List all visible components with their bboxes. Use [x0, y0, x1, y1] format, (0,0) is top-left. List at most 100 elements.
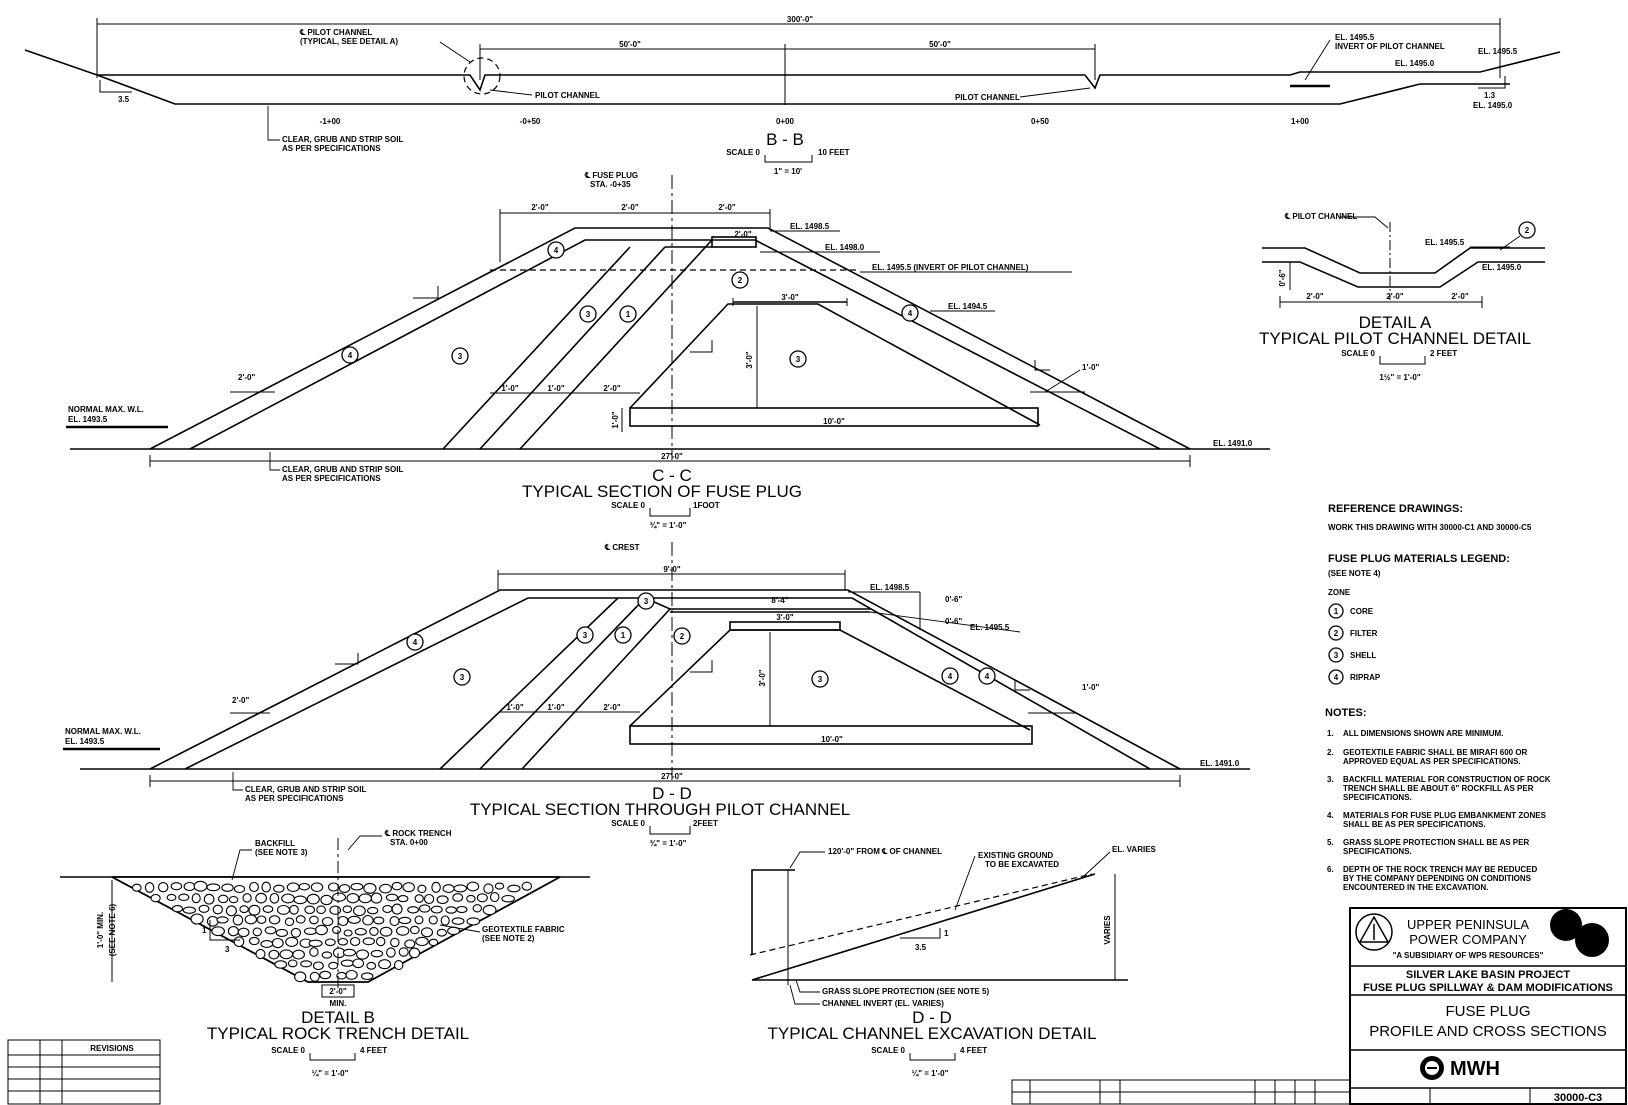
- bb-scale-ratio: 1" = 10': [774, 167, 802, 176]
- rock-stone: [276, 904, 291, 915]
- rock-stone: [501, 894, 516, 903]
- rock-stone: [386, 947, 396, 958]
- cc-title-2: TYPICAL SECTION OF FUSE PLUG: [522, 482, 802, 501]
- cc-el-second: EL. 1498.0: [825, 243, 865, 252]
- svg-text:2: 2: [680, 632, 685, 641]
- db-cl-1: ℄ ROCK TRENCH: [384, 829, 452, 838]
- rock-stone: [431, 881, 441, 893]
- rock-stone: [289, 904, 299, 915]
- rock-stone: [436, 928, 447, 937]
- bb-pilot-channel-right: PILOT CHANNEL: [955, 93, 1020, 102]
- rock-stone: [260, 940, 274, 948]
- rock-stone: [489, 892, 500, 903]
- bb-el-2: EL. 1495.0: [1395, 59, 1435, 68]
- rock-stone: [507, 884, 521, 893]
- svg-text:4.: 4.: [1327, 811, 1334, 820]
- bb-dim-right: 50'-0": [929, 40, 951, 49]
- tb-company-1: UPPER PENINSULA: [1407, 917, 1529, 932]
- svg-text:CORE: CORE: [1350, 607, 1374, 616]
- rock-stone: [256, 915, 267, 924]
- rock-stone: [423, 893, 435, 905]
- dd-title-2: TYPICAL SECTION THROUGH PILOT CHANNEL: [470, 800, 850, 819]
- cc-dim-height: 3'-0": [745, 351, 754, 368]
- rock-stone: [295, 915, 306, 924]
- rock-stone: [362, 937, 376, 946]
- reference-text: WORK THIS DRAWING WITH 30000-C1 AND 3000…: [1328, 523, 1532, 532]
- bb-slope-left: 3.5: [118, 95, 130, 104]
- rock-stone: [342, 905, 353, 914]
- rock-stone: [343, 929, 353, 937]
- rock-stone: [414, 894, 424, 903]
- dce-invert-note: CHANNEL INVERT (EL. VARIES): [822, 999, 944, 1008]
- rock-stone: [352, 958, 365, 969]
- tb-number: 30000-C3: [1554, 1092, 1602, 1104]
- db-backfill-1: BACKFILL: [255, 839, 295, 848]
- cc-scale-ratio: ¾" = 1'-0": [650, 521, 687, 530]
- db-backfill-2: (SEE NOTE 3): [255, 848, 308, 857]
- rock-stone: [221, 883, 234, 892]
- db-slope-h: 1: [202, 926, 207, 935]
- rock-stone: [292, 949, 305, 960]
- dd-title-1: D - D: [652, 784, 692, 803]
- rock-stone: [337, 915, 349, 927]
- section-bb: 300'-0" 50'-0" 50'-0" 3.5 1.3 ℄ PILOT CH…: [24, 15, 1561, 176]
- rock-stone: [352, 905, 366, 917]
- rock-stone: [428, 938, 439, 947]
- legend-block: FUSE PLUG MATERIALS LEGEND: (SEE NOTE 4)…: [1328, 553, 1510, 685]
- rock-stone: [329, 905, 342, 915]
- bb-station-3: 0+00: [776, 117, 795, 126]
- legend-sub: (SEE NOTE 4): [1328, 569, 1381, 578]
- svg-text:APPROVED EQUAL AS PER SPECIFIC: APPROVED EQUAL AS PER SPECIFICATIONS.: [1343, 757, 1521, 766]
- svg-text:2: 2: [1334, 629, 1339, 638]
- rock-stone: [268, 915, 281, 925]
- rock-stone: [350, 882, 364, 891]
- rock-stone: [298, 882, 310, 891]
- dd-dim-2: 8'-4": [771, 596, 788, 605]
- dce-scale-ratio: ¼" = 1'-0": [912, 1069, 949, 1078]
- rock-stone: [320, 894, 333, 906]
- rock-stone: [150, 893, 161, 903]
- note-5: 5. GRASS SLOPE PROTECTION SHALL BE AS PE…: [1327, 838, 1529, 856]
- db-scale-ratio: ¼" = 1'-0": [312, 1069, 349, 1078]
- cc-el-top: EL. 1498.5: [790, 222, 830, 231]
- rock-stone: [521, 881, 533, 891]
- dd-el-top: EL. 1498.5: [870, 583, 910, 592]
- rock-stone: [494, 882, 505, 890]
- cc-dim-filter-2: 1'-0": [547, 384, 564, 393]
- dce-existing-1: EXISTING GROUND: [978, 851, 1053, 860]
- db-dim-bottom: 2'-0": [329, 987, 346, 996]
- svg-text:RIPRAP: RIPRAP: [1350, 673, 1381, 682]
- rock-stone: [319, 970, 332, 980]
- rock-stone: [347, 915, 361, 924]
- db-title-2: TYPICAL ROCK TRENCH DETAIL: [207, 1024, 469, 1043]
- legend-item-shell: 3 SHELL: [1328, 647, 1376, 663]
- svg-text:GRASS SLOPE PROTECTION SHALL B: GRASS SLOPE PROTECTION SHALL BE AS PER: [1343, 838, 1529, 847]
- bb-station-2: -0+50: [520, 117, 541, 126]
- db-dim-min: MIN.: [330, 999, 347, 1008]
- rock-stone: [483, 883, 494, 894]
- dd-dim-right: 1'-0": [1082, 683, 1099, 692]
- svg-text:FILTER: FILTER: [1350, 629, 1378, 638]
- rock-stone: [285, 936, 299, 947]
- rock-stone: [466, 917, 481, 926]
- dd-dim-base: 27'-0": [661, 772, 683, 781]
- dd-dim-top: 9'-0": [663, 565, 680, 574]
- rock-stone: [398, 947, 409, 957]
- cc-zone-1: 4: [547, 241, 565, 259]
- bb-clear-1: CLEAR, GRUB AND STRIP SOIL: [282, 135, 403, 144]
- cc-scale-label: SCALE 0: [611, 501, 645, 510]
- rock-stone: [436, 895, 449, 905]
- rock-stone: [370, 949, 384, 958]
- da-zone: 2: [1518, 221, 1536, 239]
- dd-el-2: EL. 1495.5: [970, 623, 1010, 632]
- rock-stone: [287, 959, 298, 968]
- rock-stone: [367, 906, 379, 915]
- rock-stone: [262, 905, 274, 913]
- da-el-2: EL. 1495.0: [1482, 263, 1522, 272]
- rock-stone: [430, 905, 443, 914]
- rock-stone: [279, 949, 294, 960]
- cc-dim-inner: 2'-0": [734, 230, 751, 239]
- note-1: 1. ALL DIMENSIONS SHOWN ARE MINIMUM.: [1327, 729, 1503, 738]
- rock-stone: [337, 937, 349, 946]
- reference-heading: REFERENCE DRAWINGS:: [1328, 503, 1463, 515]
